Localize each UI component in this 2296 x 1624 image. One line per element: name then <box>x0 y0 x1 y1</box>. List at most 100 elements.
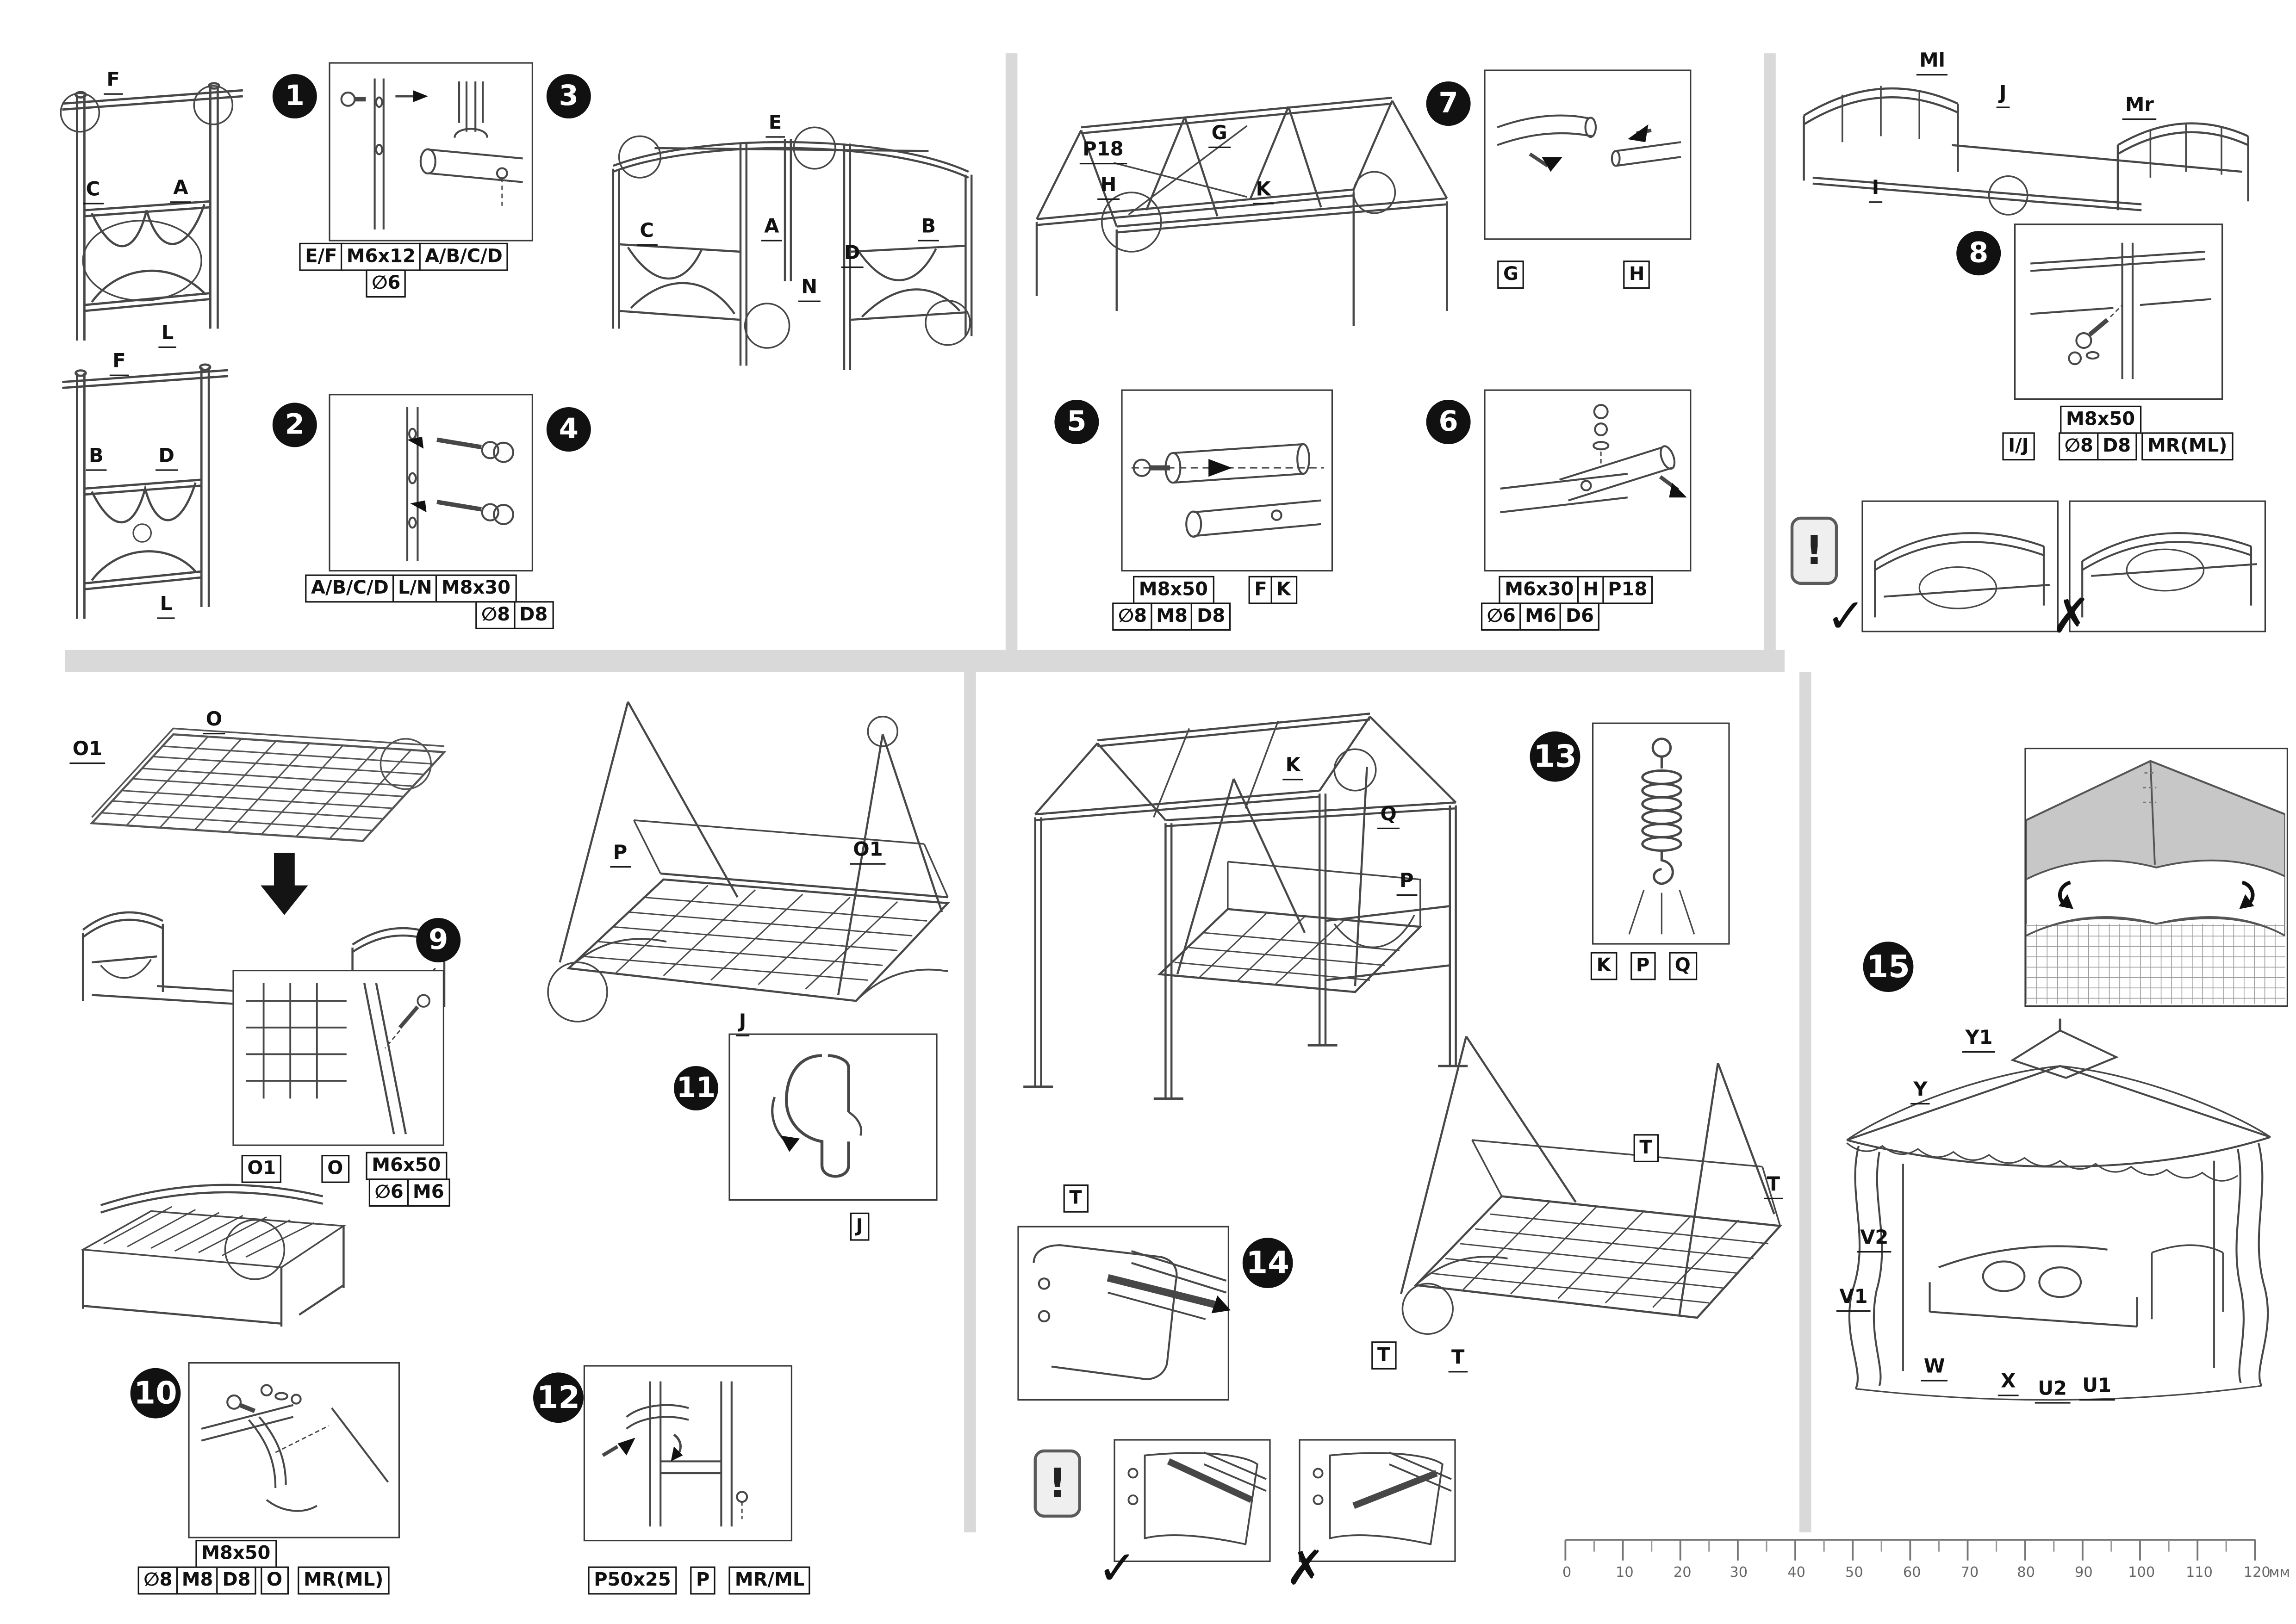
divider-vertical-bottom-left <box>964 672 976 1532</box>
part-label-t-4: T <box>1448 1349 1468 1373</box>
step1-sideframe-drawing <box>60 82 243 341</box>
part-label-a-1: A <box>170 179 191 203</box>
hw-tag-d6-6: D6 <box>1560 602 1600 631</box>
part-label-d-3: D <box>841 244 863 268</box>
part-label-b-3: B <box>918 217 939 242</box>
hardware-tags-step8-dia: ∅8 D8 <box>2059 432 2137 460</box>
hw-tag-t-1: T <box>1633 1134 1658 1162</box>
part-label-o1-11: O1 <box>850 841 886 865</box>
canopy-corner-detail <box>2026 760 2285 1004</box>
hw-tag-dia6-6: ∅6 <box>1481 602 1522 631</box>
roof-frame-drawing <box>1035 96 1448 326</box>
hw-tag-m8x30: M8x30 <box>436 574 516 602</box>
hw-tag-o1-9: O1 <box>241 1155 282 1183</box>
hardware-tags-step5-row2: ∅8 M8 D8 <box>1112 602 1231 631</box>
part-label-h-roof: H <box>1097 176 1120 200</box>
ruler-tick-110: 110 <box>2185 1565 2213 1581</box>
correct-rail-drawing <box>1874 532 2050 618</box>
hw-tag-d8-2: D8 <box>513 601 554 629</box>
ruler-tick-30: 30 <box>1730 1565 1748 1581</box>
step-badge-3: 3 <box>546 74 591 118</box>
part-label-p-13: P <box>1396 872 1417 896</box>
detail-box-step11 <box>728 1033 938 1201</box>
part-label-g-roof: G <box>1208 124 1231 148</box>
ruler-tick-50: 50 <box>1845 1565 1863 1581</box>
part-label-l-1: L <box>158 324 177 348</box>
step15-gazebo-canopy-drawing <box>1846 1018 2271 1401</box>
step14-hanging-bench-drawing <box>1400 1035 1783 1335</box>
part-label-p-11: P <box>610 844 630 868</box>
ruler-tick-90: 90 <box>2075 1565 2093 1581</box>
hw-tag-k-13: K <box>1590 952 1617 980</box>
divider-vertical-top-right <box>1764 53 1776 650</box>
hw-tag-dia6-9: ∅6 <box>368 1178 410 1207</box>
hw-tag-f: F <box>1248 576 1273 604</box>
hw-tag-m8x50-10: M8x50 <box>195 1540 277 1568</box>
hw-tag-d8-5: D8 <box>1191 602 1231 631</box>
ruler-tick-70: 70 <box>1960 1565 1979 1581</box>
hw-tag-d8-10: D8 <box>216 1566 257 1594</box>
correct-orientation-box-bottom <box>1114 1439 1271 1562</box>
hw-tag-h-6: H <box>1577 576 1605 604</box>
hw-tag-g: G <box>1497 260 1524 289</box>
hw-tag-m6-6: M6 <box>1519 602 1562 631</box>
divider-horizontal <box>65 650 1785 672</box>
part-label-l-2: L <box>157 595 175 619</box>
hw-tag-mrml-8: MR(ML) <box>2141 432 2234 460</box>
detail-box-step1 <box>329 62 533 242</box>
detail-box-step5 <box>1121 389 1333 572</box>
hardware-tags-step2-row1: A/B/C/D L/N M8x30 <box>305 574 516 602</box>
ruler-ticks <box>1564 1539 2256 1561</box>
hw-tag-o-9: O <box>321 1155 349 1183</box>
ruler-tick-80: 80 <box>2017 1565 2035 1581</box>
warning-icon-bottom: ! <box>1033 1449 1081 1518</box>
step7-tube-joint-detail <box>1497 114 1681 172</box>
ruler-tick-100: 100 <box>2128 1565 2155 1581</box>
hw-tag-m6x50: M6x50 <box>366 1152 447 1180</box>
hw-tag-d8-8: D8 <box>2097 432 2137 460</box>
hw-tag-dia6-1: ∅6 <box>366 269 407 298</box>
correct-strap-drawing <box>1127 1451 1267 1545</box>
check-mark-top: ✓ <box>1826 588 1866 644</box>
part-label-y: Y <box>1910 1081 1930 1105</box>
part-label-j-8: J <box>1996 84 2010 108</box>
step-badge-6: 6 <box>1426 400 1471 444</box>
divider-vertical-top-left <box>1005 53 1018 650</box>
step3-gazebo-frame-drawing <box>612 126 973 371</box>
canopy-corner-detail-box <box>2024 748 2288 1007</box>
hw-tag-m6x30: M6x30 <box>1499 576 1580 604</box>
hardware-tags-step12: P50x25 P MR/ML <box>588 1566 811 1594</box>
detail-box-step6 <box>1484 389 1692 572</box>
step12-clip-detail <box>602 1381 748 1527</box>
step-badge-12: 12 <box>533 1372 584 1423</box>
part-label-j-11: J <box>736 1013 749 1036</box>
warning-icon-top: ! <box>1790 516 1838 585</box>
hw-tag-dia8-8: ∅8 <box>2059 432 2099 460</box>
detail-box-step7 <box>1484 69 1692 240</box>
part-label-v2: V2 <box>1857 1229 1892 1253</box>
hw-tag-p50x25: P50x25 <box>588 1566 677 1594</box>
hw-tag-m8x50-8: M8x50 <box>2060 405 2141 434</box>
part-label-mr: Mr <box>2122 96 2157 120</box>
part-label-f-1: F <box>104 71 123 95</box>
wrong-rail-drawing <box>2081 532 2257 618</box>
hw-tag-m6-9: M6 <box>407 1178 450 1207</box>
step9-mattress-drawing <box>89 727 447 842</box>
part-label-u2: U2 <box>2035 1380 2070 1404</box>
hw-tag-m6x12: M6x12 <box>340 242 422 271</box>
hw-tag-q-13: Q <box>1668 952 1697 980</box>
hw-tag-ef: E/F <box>299 242 343 271</box>
hw-tag-ln: L/N <box>392 574 438 602</box>
step13-spring-detail <box>1628 738 1695 935</box>
step9-mesh-screw-detail <box>246 983 430 1134</box>
step10-bench-mattress-drawing <box>80 1184 346 1327</box>
step1-connection-detail <box>340 78 523 230</box>
step-badge-1: 1 <box>272 74 317 118</box>
step2-connection-detail <box>406 407 514 561</box>
step-badge-7: 7 <box>1426 81 1471 126</box>
step6-bolt-detail <box>1500 404 1687 514</box>
step-badge-15: 15 <box>1863 942 1914 992</box>
step5-bolt-detail <box>1131 443 1324 538</box>
part-label-t-2: T <box>1764 1176 1783 1199</box>
